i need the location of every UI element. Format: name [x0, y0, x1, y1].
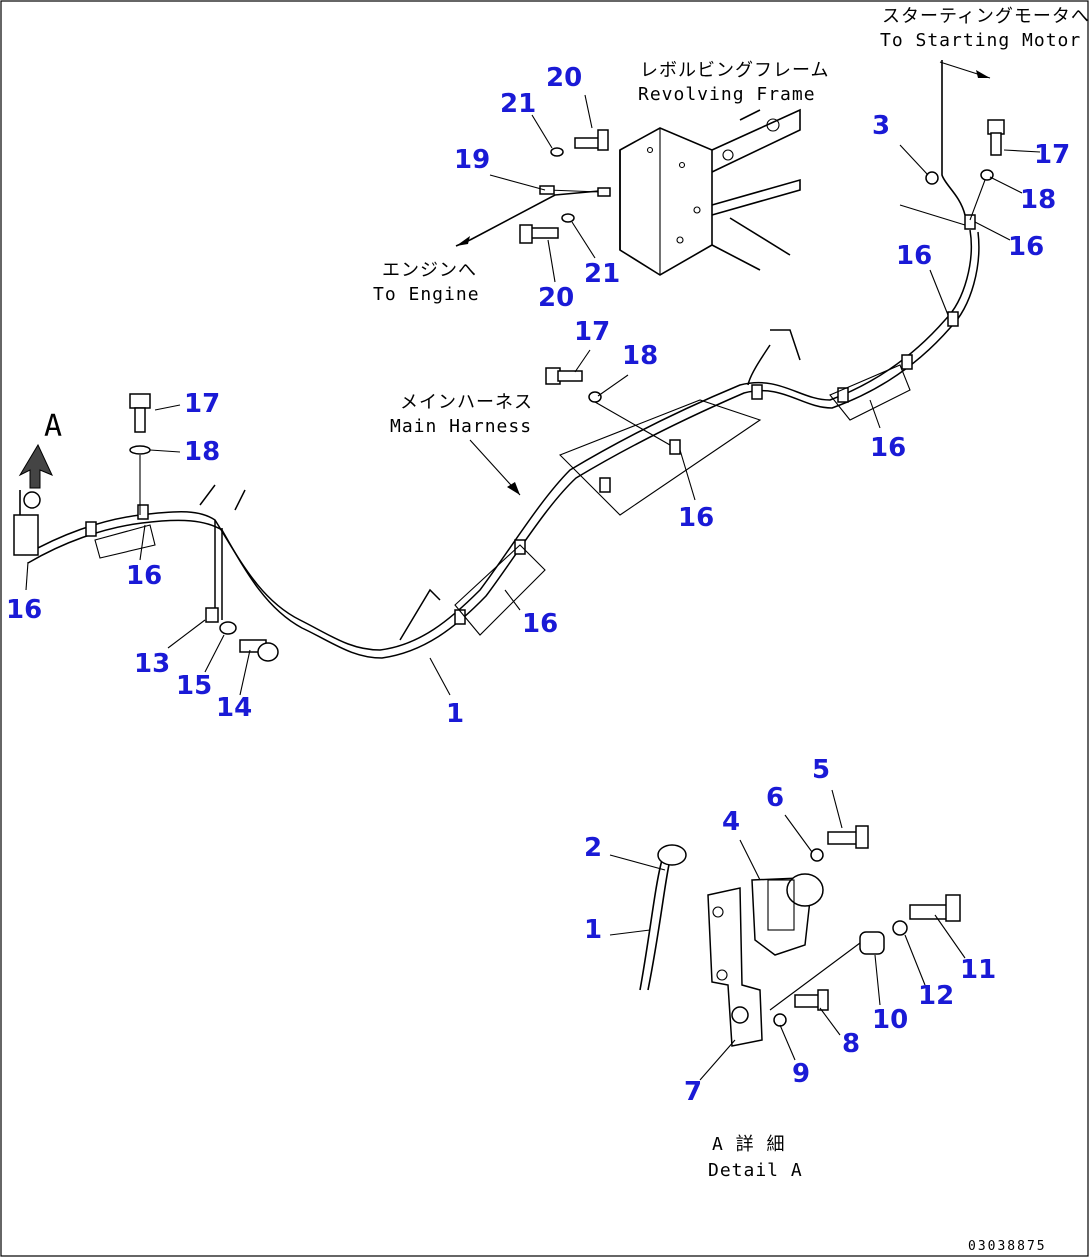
- engine-caption-jp: エンジンへ: [382, 260, 477, 281]
- starting-motor-caption-en: To Starting Motor: [880, 30, 1081, 51]
- part-number-2: 2: [584, 833, 602, 863]
- part-number-1-main: 1: [446, 699, 464, 729]
- starting-motor-cable-3: [899, 60, 991, 226]
- leader-lines: [25, 94, 1041, 1081]
- bolt-17-right: [969, 119, 1005, 221]
- part-number-6: 6: [766, 783, 784, 813]
- part-number-18-right: 18: [1020, 185, 1056, 215]
- part-number-15: 15: [176, 671, 212, 701]
- part-number-18-mid: 18: [622, 341, 658, 371]
- part-number-19: 19: [454, 145, 490, 175]
- part-number-17-left: 17: [184, 389, 220, 419]
- view-arrow-a: [18, 443, 53, 489]
- main-harness: [24, 229, 980, 659]
- part-number-9: 9: [792, 1059, 810, 1089]
- revolving-frame-caption-en: Revolving Frame: [638, 84, 816, 105]
- part-number-16-left-b: 16: [6, 595, 42, 625]
- part-number-16-mid-b: 16: [678, 503, 714, 533]
- part-number-13: 13: [134, 649, 170, 679]
- part-number-5: 5: [812, 755, 830, 785]
- starting-motor-caption-jp: スターティングモータへ: [882, 6, 1090, 27]
- part-number-11: 11: [960, 955, 996, 985]
- harness-clamps: [85, 214, 976, 625]
- detail-caption-en: Detail A: [708, 1160, 803, 1181]
- part-number-10: 10: [872, 1005, 908, 1035]
- bolt-17-left: [129, 393, 151, 515]
- part-number-21-bottom: 21: [584, 259, 620, 289]
- bolt-20-bottom: [519, 213, 575, 244]
- part-number-16-right-a: 16: [1008, 232, 1044, 262]
- main-harness-caption-en: Main Harness: [390, 416, 532, 437]
- part-number-16-left-a: 16: [126, 561, 162, 591]
- part-number-3: 3: [872, 111, 890, 141]
- revolving-frame-caption-jp: レボルビングフレーム: [640, 60, 829, 81]
- part-number-17-right: 17: [1034, 140, 1070, 170]
- bolt-20-top: [550, 129, 609, 157]
- detail-caption-jp: A 詳 細: [712, 1134, 786, 1155]
- engine-wire-19: [455, 185, 611, 247]
- part-number-8: 8: [842, 1029, 860, 1059]
- revolving-frame: [619, 108, 801, 276]
- main-harness-pointer: [469, 439, 521, 496]
- part-number-20-bottom: 20: [538, 283, 574, 313]
- detail-a-assembly: [639, 825, 961, 1047]
- part-number-18-left: 18: [184, 437, 220, 467]
- part-number-14: 14: [216, 693, 252, 723]
- left-end-clamp: [13, 490, 41, 556]
- part-number-16-mid-a: 16: [870, 433, 906, 463]
- harness-tapes: [94, 364, 911, 636]
- bolt-17-mid: [545, 367, 671, 446]
- bolt-14-assembly: [205, 607, 279, 662]
- part-number-16-center: 16: [522, 609, 558, 639]
- part-number-20-top: 20: [546, 63, 582, 93]
- part-number-16-right-b: 16: [896, 241, 932, 271]
- engine-caption-en: To Engine: [373, 284, 480, 305]
- part-number-4: 4: [722, 807, 740, 837]
- part-number-7: 7: [684, 1077, 702, 1107]
- drawing-code: 03038875: [968, 1239, 1047, 1254]
- part-number-12: 12: [918, 981, 954, 1011]
- view-marker-a: A: [44, 409, 63, 444]
- part-number-21-top: 21: [500, 89, 536, 119]
- part-number-1-detail: 1: [584, 915, 602, 945]
- part-number-17-mid: 17: [574, 317, 610, 347]
- main-harness-caption-jp: メインハーネス: [400, 392, 533, 413]
